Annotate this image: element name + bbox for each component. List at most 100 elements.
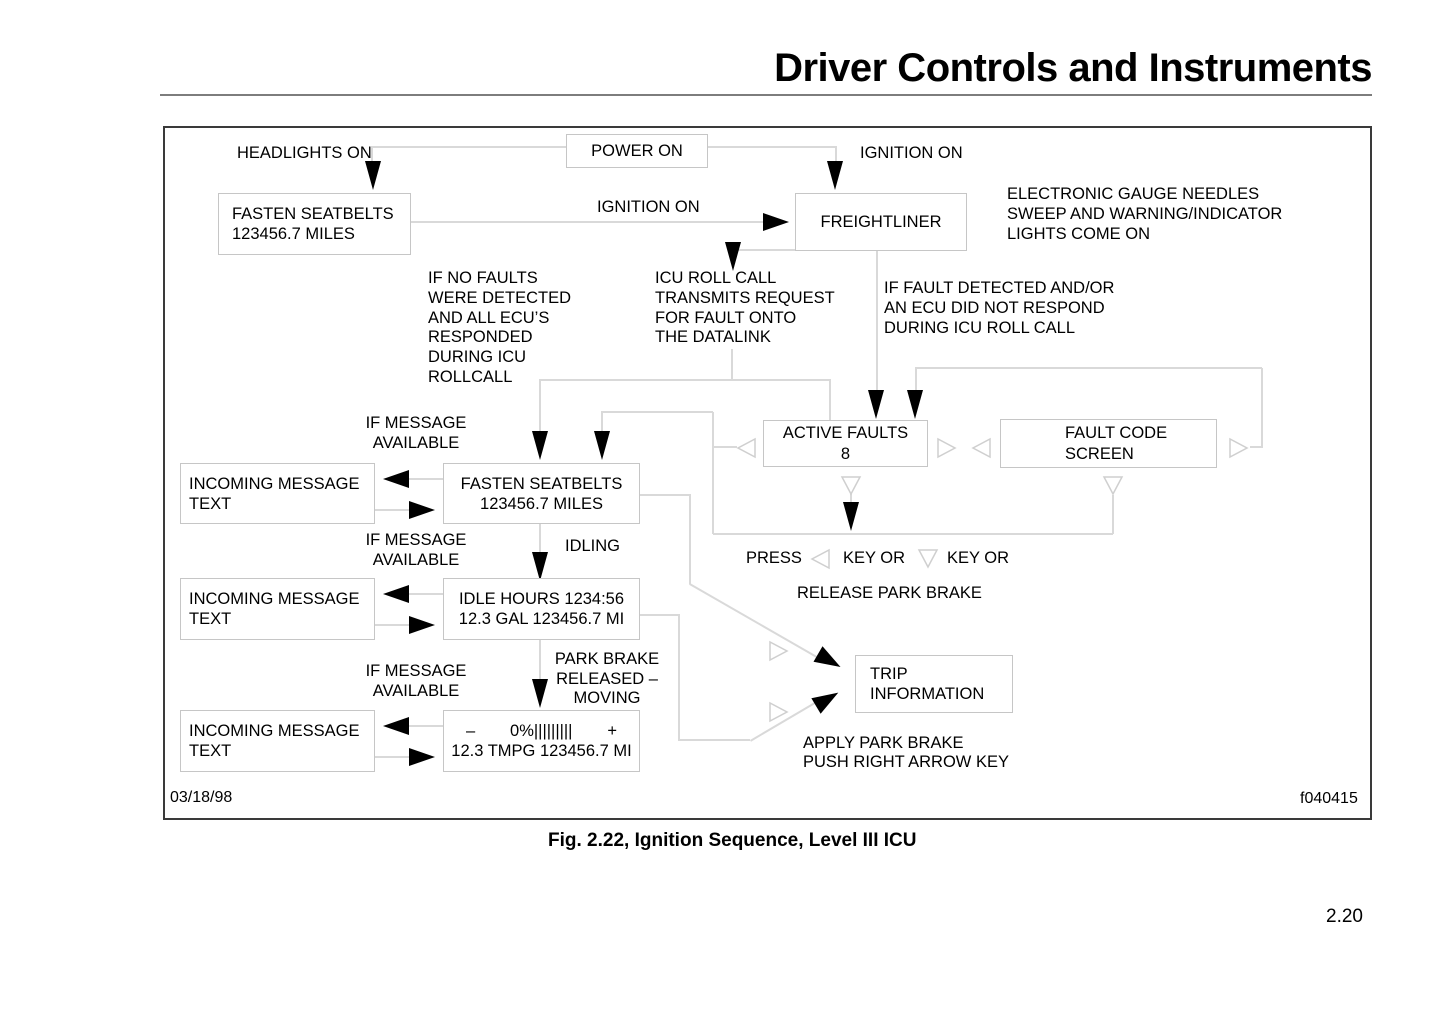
connector <box>689 494 691 584</box>
key-down-icon <box>917 548 939 570</box>
box-text: TEXT <box>189 742 232 760</box>
connector <box>713 446 737 448</box>
arrow-right-icon <box>409 748 435 766</box>
box-text: TEXT <box>189 610 232 628</box>
connector <box>708 146 836 148</box>
box-text: POWER ON <box>591 142 683 160</box>
idling-label: IDLING <box>565 537 621 555</box>
diagram-date: 03/18/98 <box>170 789 233 806</box>
headlights-on-label: HEADLIGHTS ON <box>237 144 372 162</box>
key-or-label-2: KEY OR <box>947 549 1010 567</box>
connector <box>916 367 1262 369</box>
box-text: FASTEN SEATBELTS <box>232 205 394 223</box>
box-text: INCOMING MESSAGE <box>189 590 360 608</box>
box-text: SCREEN <box>1065 444 1134 463</box>
connector <box>733 249 795 251</box>
connector <box>640 614 679 616</box>
connector <box>829 379 831 420</box>
connector <box>539 379 541 432</box>
connector <box>409 593 443 595</box>
if-no-faults-note: IF NO FAULTS WERE DETECTED AND ALL ECU’S… <box>428 269 572 386</box>
fasten-seatbelts-box-2: FASTEN SEATBELTS 123456.7 MILES <box>443 463 640 524</box>
arrow-down-icon <box>725 242 741 271</box>
arrow-right-icon <box>763 213 789 231</box>
box-text: 12.3 GAL 123456.7 MI <box>458 610 625 628</box>
icu-roll-call-note: ICU ROLL CALL TRANSMITS REQUEST FOR FAUL… <box>655 269 835 347</box>
connector <box>371 146 566 148</box>
arrow-left-icon <box>383 470 409 488</box>
key-down-icon <box>1102 475 1124 497</box>
incoming-message-box-2: INCOMING MESSAGE TEXT <box>180 578 375 640</box>
connector <box>375 624 411 626</box>
connector <box>678 739 750 741</box>
arrow-down-icon <box>532 552 548 581</box>
connector <box>876 250 878 391</box>
connector <box>411 221 765 223</box>
trip-gauge-box: – 0%||||||||| + 12.3 TMPG 123456.7 MI <box>443 710 640 772</box>
diagram-ref: f040415 <box>1300 790 1358 807</box>
key-right-icon <box>1228 437 1250 459</box>
box-text: INCOMING MESSAGE <box>189 474 360 493</box>
freightliner-box: FREIGHTLINER <box>795 193 967 251</box>
press-label: PRESS <box>746 549 802 567</box>
connector <box>915 367 917 391</box>
ignition-on-label-top: IGNITION ON <box>860 144 963 162</box>
plus-label: + <box>607 722 617 740</box>
idle-hours-box: IDLE HOURS 1234:56 12.3 GAL 123456.7 MI <box>443 578 640 640</box>
key-right-icon <box>768 640 790 662</box>
arrow-down-icon <box>843 502 859 531</box>
arrow-down-icon <box>365 161 381 190</box>
connector <box>640 494 690 496</box>
incoming-message-box-3: INCOMING MESSAGE TEXT <box>180 710 375 772</box>
box-text: ACTIVE FAULTS <box>782 423 909 442</box>
box-text: INCOMING MESSAGE <box>189 722 360 740</box>
connector <box>409 725 443 727</box>
connector <box>850 494 852 504</box>
if-message-available-2: IF MESSAGE AVAILABLE <box>365 531 467 569</box>
connector <box>601 411 603 432</box>
key-left-icon <box>970 437 992 459</box>
arrow-right-icon <box>409 501 435 519</box>
release-park-brake-label: RELEASE PARK BRAKE <box>797 584 982 602</box>
apply-park-brake-label: APPLY PARK BRAKE PUSH RIGHT ARROW KEY <box>803 734 1009 771</box>
gauge-bars: 0%||||||||| <box>510 722 573 740</box>
connector <box>539 640 541 680</box>
connector <box>409 478 443 480</box>
connector <box>835 146 837 162</box>
trip-information-box: TRIP INFORMATION <box>855 655 1013 713</box>
minus-label: – <box>466 722 476 740</box>
box-text: FREIGHTLINER <box>820 213 942 231</box>
box-text: INFORMATION <box>870 685 985 703</box>
active-faults-box: ACTIVE FAULTS 8 <box>763 420 928 467</box>
arrow-down-icon <box>594 431 610 460</box>
fault-code-screen-box: FAULT CODE SCREEN <box>1000 419 1217 468</box>
key-down-icon <box>840 475 862 497</box>
box-text: TEXT <box>189 494 232 513</box>
arrow-down-icon <box>532 679 548 708</box>
box-text: 8 <box>840 444 851 463</box>
if-message-available-1: IF MESSAGE AVAILABLE <box>365 414 467 452</box>
box-text: IDLE HOURS 1234:56 <box>458 590 625 608</box>
arrow-down-icon <box>827 161 843 190</box>
park-brake-released-label: PARK BRAKE RELEASED – MOVING <box>554 650 660 707</box>
connector <box>539 523 541 553</box>
ignition-on-label-mid: IGNITION ON <box>597 198 700 216</box>
arrow-left-icon <box>383 585 409 603</box>
connector <box>678 614 680 740</box>
box-text: 123456.7 MILES <box>232 225 355 243</box>
box-text: 12.3 TMPG 123456.7 MI <box>451 742 632 760</box>
gauge-row: – 0%||||||||| + <box>444 721 639 741</box>
key-left-icon <box>735 437 757 459</box>
connector <box>371 146 373 162</box>
incoming-message-box-1: INCOMING MESSAGE TEXT <box>180 463 375 524</box>
key-or-label-1: KEY OR <box>843 549 906 567</box>
key-right-icon <box>768 701 790 723</box>
connector <box>375 509 411 511</box>
fasten-seatbelts-box-1: FASTEN SEATBELTS 123456.7 MILES <box>218 193 411 255</box>
connector <box>602 411 713 413</box>
box-text: FAULT CODE <box>1065 423 1168 442</box>
figure-frame <box>163 126 1372 820</box>
connector <box>1261 368 1263 448</box>
connector <box>375 756 411 758</box>
